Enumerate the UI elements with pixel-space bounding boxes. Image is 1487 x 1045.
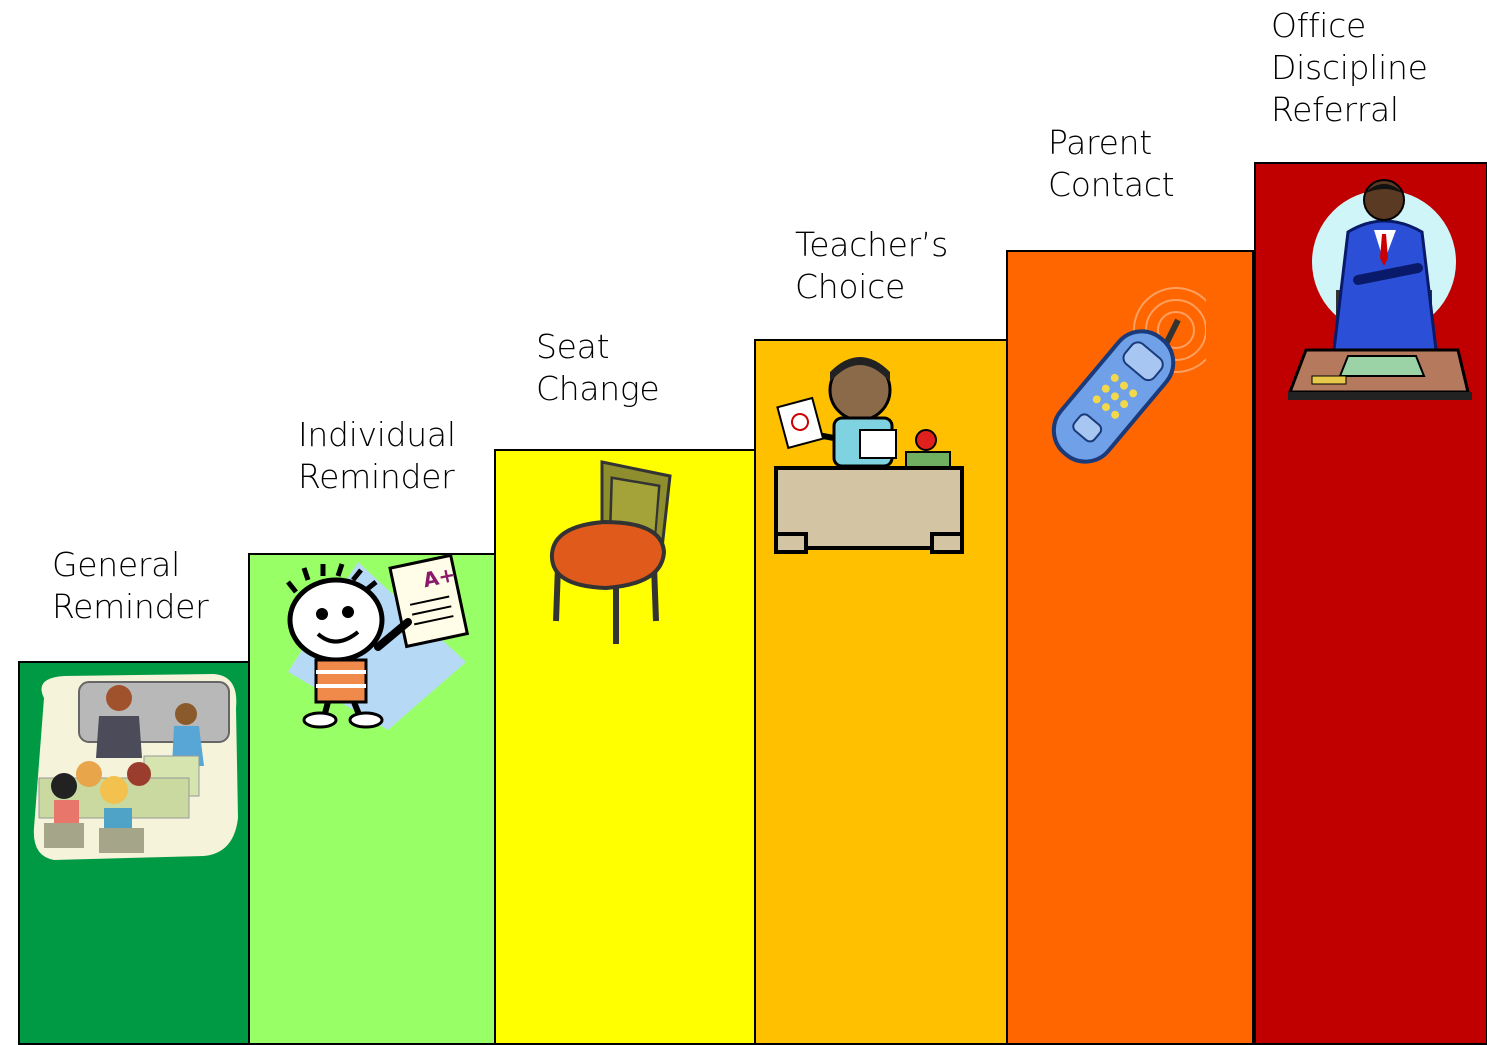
- principal-icon: [1288, 179, 1472, 400]
- phone-icon: [1051, 287, 1206, 464]
- chair-icon: [549, 460, 672, 644]
- student-with-paper-icon: A+: [286, 553, 470, 730]
- classroom-icon: [33, 674, 239, 860]
- teacher-at-desk-icon: [774, 357, 964, 554]
